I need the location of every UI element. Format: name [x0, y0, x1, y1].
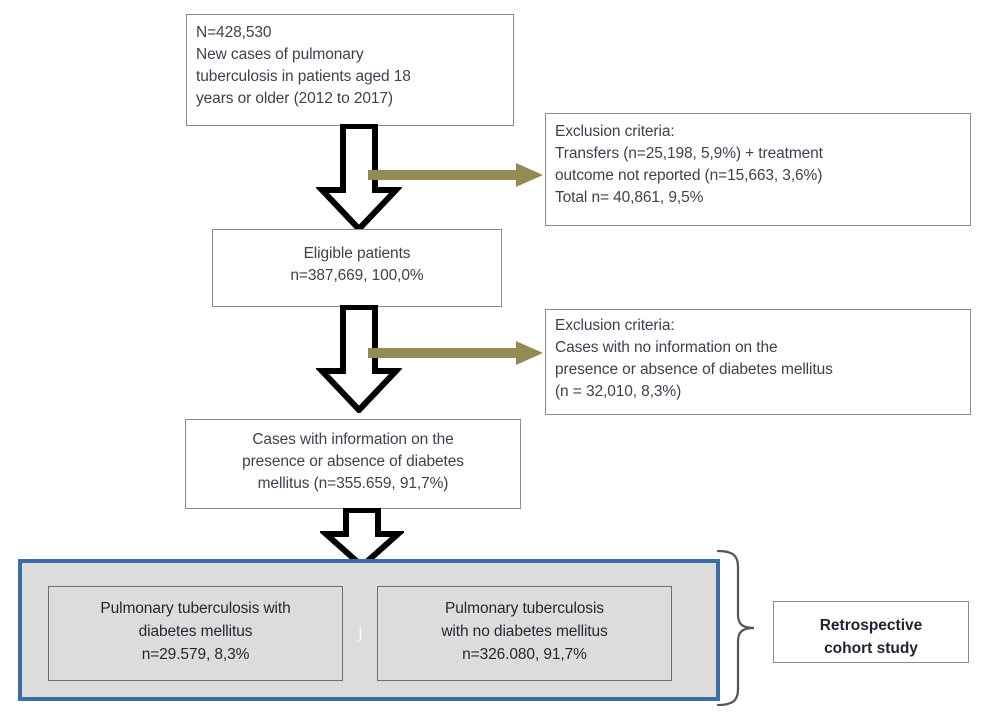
exclusion-criteria-2-box: Exclusion criteria: Cases with no inform… [545, 309, 971, 415]
eligible-patients-box: Eligible patients n=387,669, 100,0% [212, 229, 502, 307]
group-with-diabetes-box: Pulmonary tuberculosis with diabetes mel… [48, 586, 343, 681]
group-dm-line-1: Pulmonary tuberculosis with [100, 600, 291, 617]
exclusion-1-line-3: outcome not reported (n=15,663, 3,6%) [555, 167, 823, 184]
exclusion-1-line-1: Exclusion criteria: [555, 123, 675, 140]
group-dm-line-3: n=29.579, 8,3% [141, 646, 250, 663]
group-without-diabetes-box: Pulmonary tuberculosis with no diabetes … [377, 586, 672, 681]
final-cohort-container: Pulmonary tuberculosis with diabetes mel… [18, 559, 720, 701]
source-population-line-1: N=428,530 [196, 24, 272, 41]
exclusion-criteria-1-box: Exclusion criteria: Transfers (n=25,198,… [545, 113, 971, 226]
group-no-dm-line-2: with no diabetes mellitus [441, 623, 608, 640]
group-no-dm-line-3: n=326.080, 91,7% [462, 646, 587, 663]
group-dm-line-2: diabetes mellitus [138, 623, 253, 640]
with-info-line-1: Cases with information on the [252, 431, 454, 448]
block-arrow-down-icon [316, 124, 402, 232]
with-info-line-3: mellitus (n=355.659, 91,7%) [257, 475, 449, 492]
source-population-line-3: tuberculosis in patients aged 18 [196, 68, 411, 85]
separator-mark: j [358, 623, 363, 642]
group-no-dm-line-1: Pulmonary tuberculosis [445, 600, 604, 617]
exclusion-1-line-2: Transfers (n=25,198, 5,9%) + treatment [555, 145, 823, 162]
exclusion-2-line-1: Exclusion criteria: [555, 317, 675, 334]
eligible-line-2: n=387,669, 100,0% [290, 267, 424, 284]
arrow-right-icon [368, 340, 544, 366]
cases-with-information-box: Cases with information on the presence o… [185, 419, 521, 509]
source-population-line-4: years or older (2012 to 2017) [196, 90, 393, 107]
block-arrow-down-icon [320, 508, 404, 570]
source-population-box: N=428,530 New cases of pulmonary tubercu… [186, 14, 514, 126]
study-design-line-1: Retrospective [819, 617, 923, 634]
with-info-line-2: presence or absence of diabetes [242, 453, 464, 470]
block-arrow-down-icon [316, 305, 402, 413]
study-design-line-2: cohort study [824, 640, 918, 657]
source-population-line-2: New cases of pulmonary [196, 46, 364, 63]
study-design-box: Retrospective cohort study [773, 601, 969, 663]
arrow-right-icon [368, 162, 544, 188]
exclusion-2-line-2: Cases with no information on the [555, 339, 778, 356]
eligible-line-1: Eligible patients [303, 245, 411, 262]
exclusion-2-line-3: presence or absence of diabetes mellitus [555, 361, 833, 378]
exclusion-2-line-4: (n = 32,010, 8,3%) [555, 383, 682, 400]
exclusion-1-line-4: Total n= 40,861, 9,5% [555, 189, 704, 206]
curly-brace-right-icon [716, 548, 760, 708]
